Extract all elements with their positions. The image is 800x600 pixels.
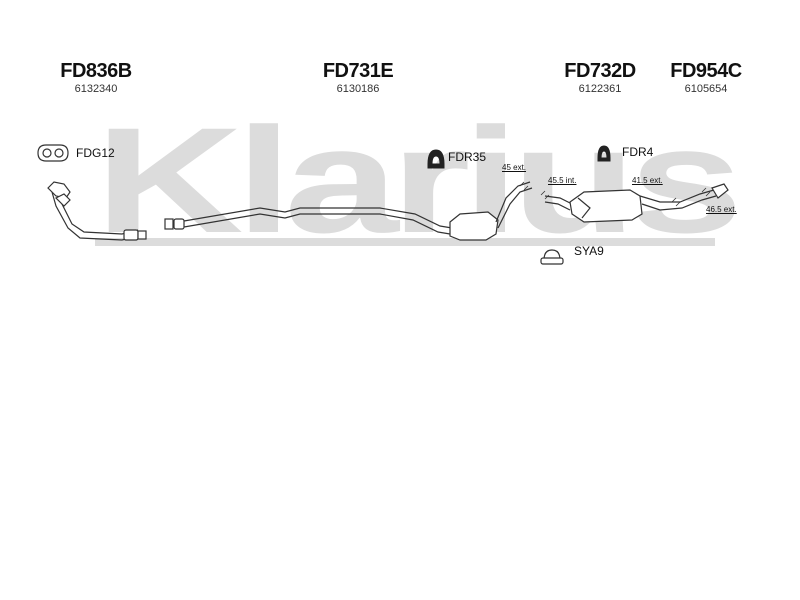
part-number-fd732d: 6122361 [578, 83, 622, 95]
accessory-label-fdr4: FDR4 [622, 145, 654, 159]
front-pipe-fd836b [47, 181, 147, 241]
dimension-label-41-5-ext: 41.5 ext. [632, 176, 663, 185]
rubber-mount-icon-2 [597, 145, 611, 162]
dimension-label-46-5-ext: 46.5 ext. [706, 205, 737, 214]
part-number-fd954c: 6105654 [684, 83, 728, 95]
part-code-fd836b: FD836B [60, 60, 132, 82]
accessory-label-fdg12: FDG12 [76, 146, 115, 160]
part-number-fd731e: 6130186 [336, 83, 380, 95]
part-code-fd731e: FD731E [322, 60, 394, 82]
part-number-fd836b: 6132340 [74, 83, 118, 95]
dimension-label-45-ext: 45 ext. [502, 163, 527, 172]
middle-section-fd731e [164, 181, 533, 241]
rear-box-fd732d [544, 189, 643, 223]
watermark-logo: Klarius [95, 96, 742, 264]
watermark-bar [95, 238, 715, 246]
accessory-label-fdr35: FDR35 [448, 150, 487, 164]
part-code-fd732d: FD732D [564, 60, 636, 82]
clamp-icon [540, 249, 564, 265]
gasket-icon [37, 144, 69, 162]
accessory-label-sya9: SYA9 [574, 244, 604, 258]
watermark-text: Klarius [95, 96, 736, 264]
dimension-label-45-5-int: 45.5 int. [548, 176, 577, 185]
dimension-marks [519, 181, 711, 207]
rubber-mount-icon [427, 149, 445, 169]
part-code-fd954c: FD954C [670, 60, 742, 82]
